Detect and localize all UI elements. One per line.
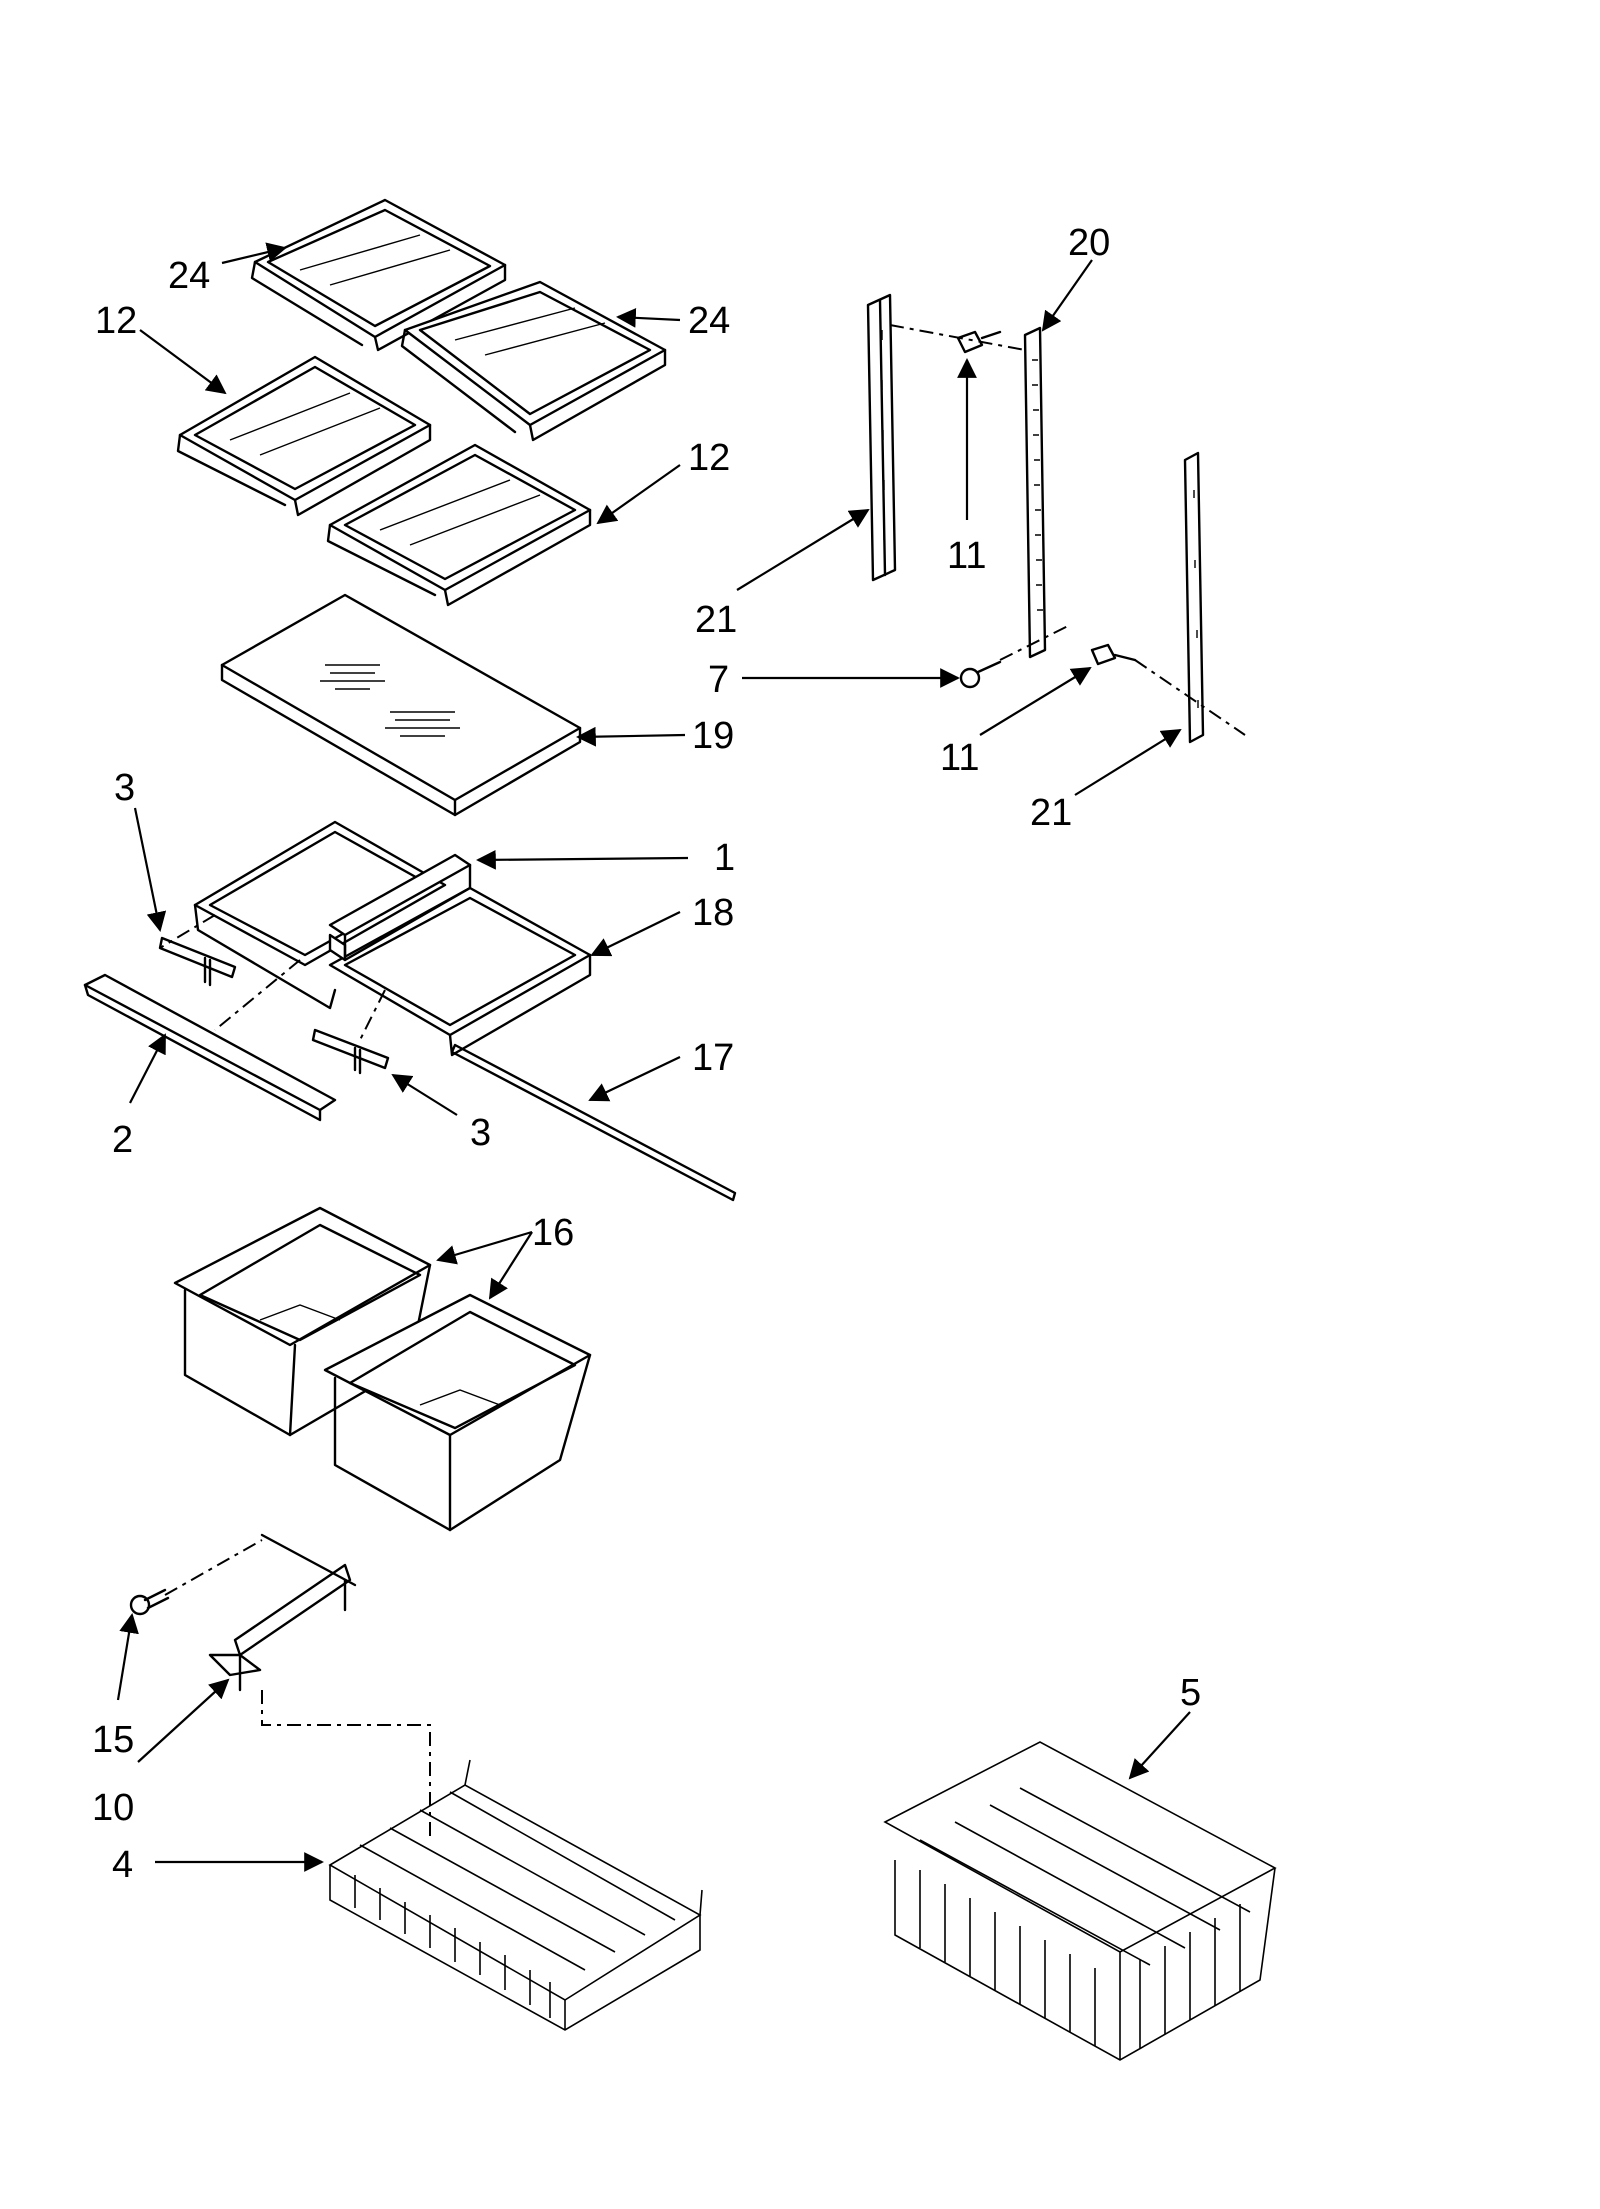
- slide-bracket-3-lower: [311, 1028, 390, 1075]
- shelf-24-upper-right: [400, 280, 667, 442]
- callout-16: 16: [532, 1212, 574, 1254]
- callout-4: 4: [112, 1844, 133, 1886]
- shelf-24-upper-left: [250, 198, 507, 352]
- callout-17: 17: [692, 1037, 734, 1079]
- slide-bracket-3-upper: [158, 936, 237, 987]
- callout-3-lower: 3: [470, 1112, 491, 1154]
- shelf-rail-21-left: [866, 293, 897, 582]
- callout-18: 18: [692, 892, 734, 934]
- callout-10: 10: [92, 1787, 134, 1829]
- assembly-line-rail-standard: [999, 624, 1071, 661]
- center-divider-1: [328, 853, 472, 962]
- shelf-12-middle-right: [326, 443, 592, 607]
- shelf-12-middle-left: [176, 355, 432, 517]
- screw-15: [129, 1588, 170, 1616]
- assembly-line-frame-lower: [359, 989, 386, 1041]
- shelf-standard-20: [1023, 326, 1047, 659]
- callout-2: 2: [112, 1119, 133, 1161]
- leader-lines: [116, 242, 1191, 1872]
- callout-5: 5: [1180, 1672, 1201, 1714]
- front-trim-2: [83, 973, 337, 1122]
- callout-19: 19: [692, 715, 734, 757]
- screw-11-lower: [1090, 643, 1137, 666]
- crisper-drawer-16-right: [323, 1293, 592, 1532]
- wire-basket-4: [328, 1759, 703, 2031]
- callout-12-right: 12: [688, 437, 730, 479]
- shelf-rail-21-right: [1183, 451, 1205, 744]
- glass-shelf-19: [220, 593, 582, 817]
- callout-1: 1: [714, 837, 735, 879]
- callout-7: 7: [708, 659, 729, 701]
- callout-20: 20: [1068, 222, 1110, 264]
- assembly-line-rail-right: [1134, 659, 1246, 736]
- assembly-line-rail-left: [889, 324, 1026, 351]
- assembly-line-bracket-basket: [261, 1690, 431, 1840]
- callout-numbers: 24 24 12 12 19 3 1 18 17 2 3 16 20 11 21…: [92, 222, 1201, 1886]
- callout-21-right: 21: [1030, 792, 1072, 834]
- callout-11-upper: 11: [947, 535, 986, 577]
- rod-17: [450, 1043, 737, 1202]
- callout-24-upper-left: 24: [168, 255, 210, 297]
- callout-3-upper: 3: [114, 767, 135, 809]
- callout-11-lower: 11: [940, 737, 979, 779]
- assembly-line-screw-15: [164, 1539, 263, 1596]
- callout-15: 15: [92, 1719, 134, 1761]
- callout-21-left: 21: [695, 599, 737, 641]
- assembly-line-frame-left: [159, 914, 216, 949]
- screw-7: [959, 660, 1002, 689]
- screw-11-upper: [956, 330, 1002, 354]
- crisper-frame-18: [193, 820, 592, 1057]
- callout-12-left: 12: [95, 300, 137, 342]
- assembly-line-frame-front: [214, 959, 301, 1031]
- wire-basket-5: [883, 1741, 1277, 2061]
- callout-24-upper-right: 24: [688, 300, 730, 342]
- basket-bracket-10: [208, 1533, 357, 1692]
